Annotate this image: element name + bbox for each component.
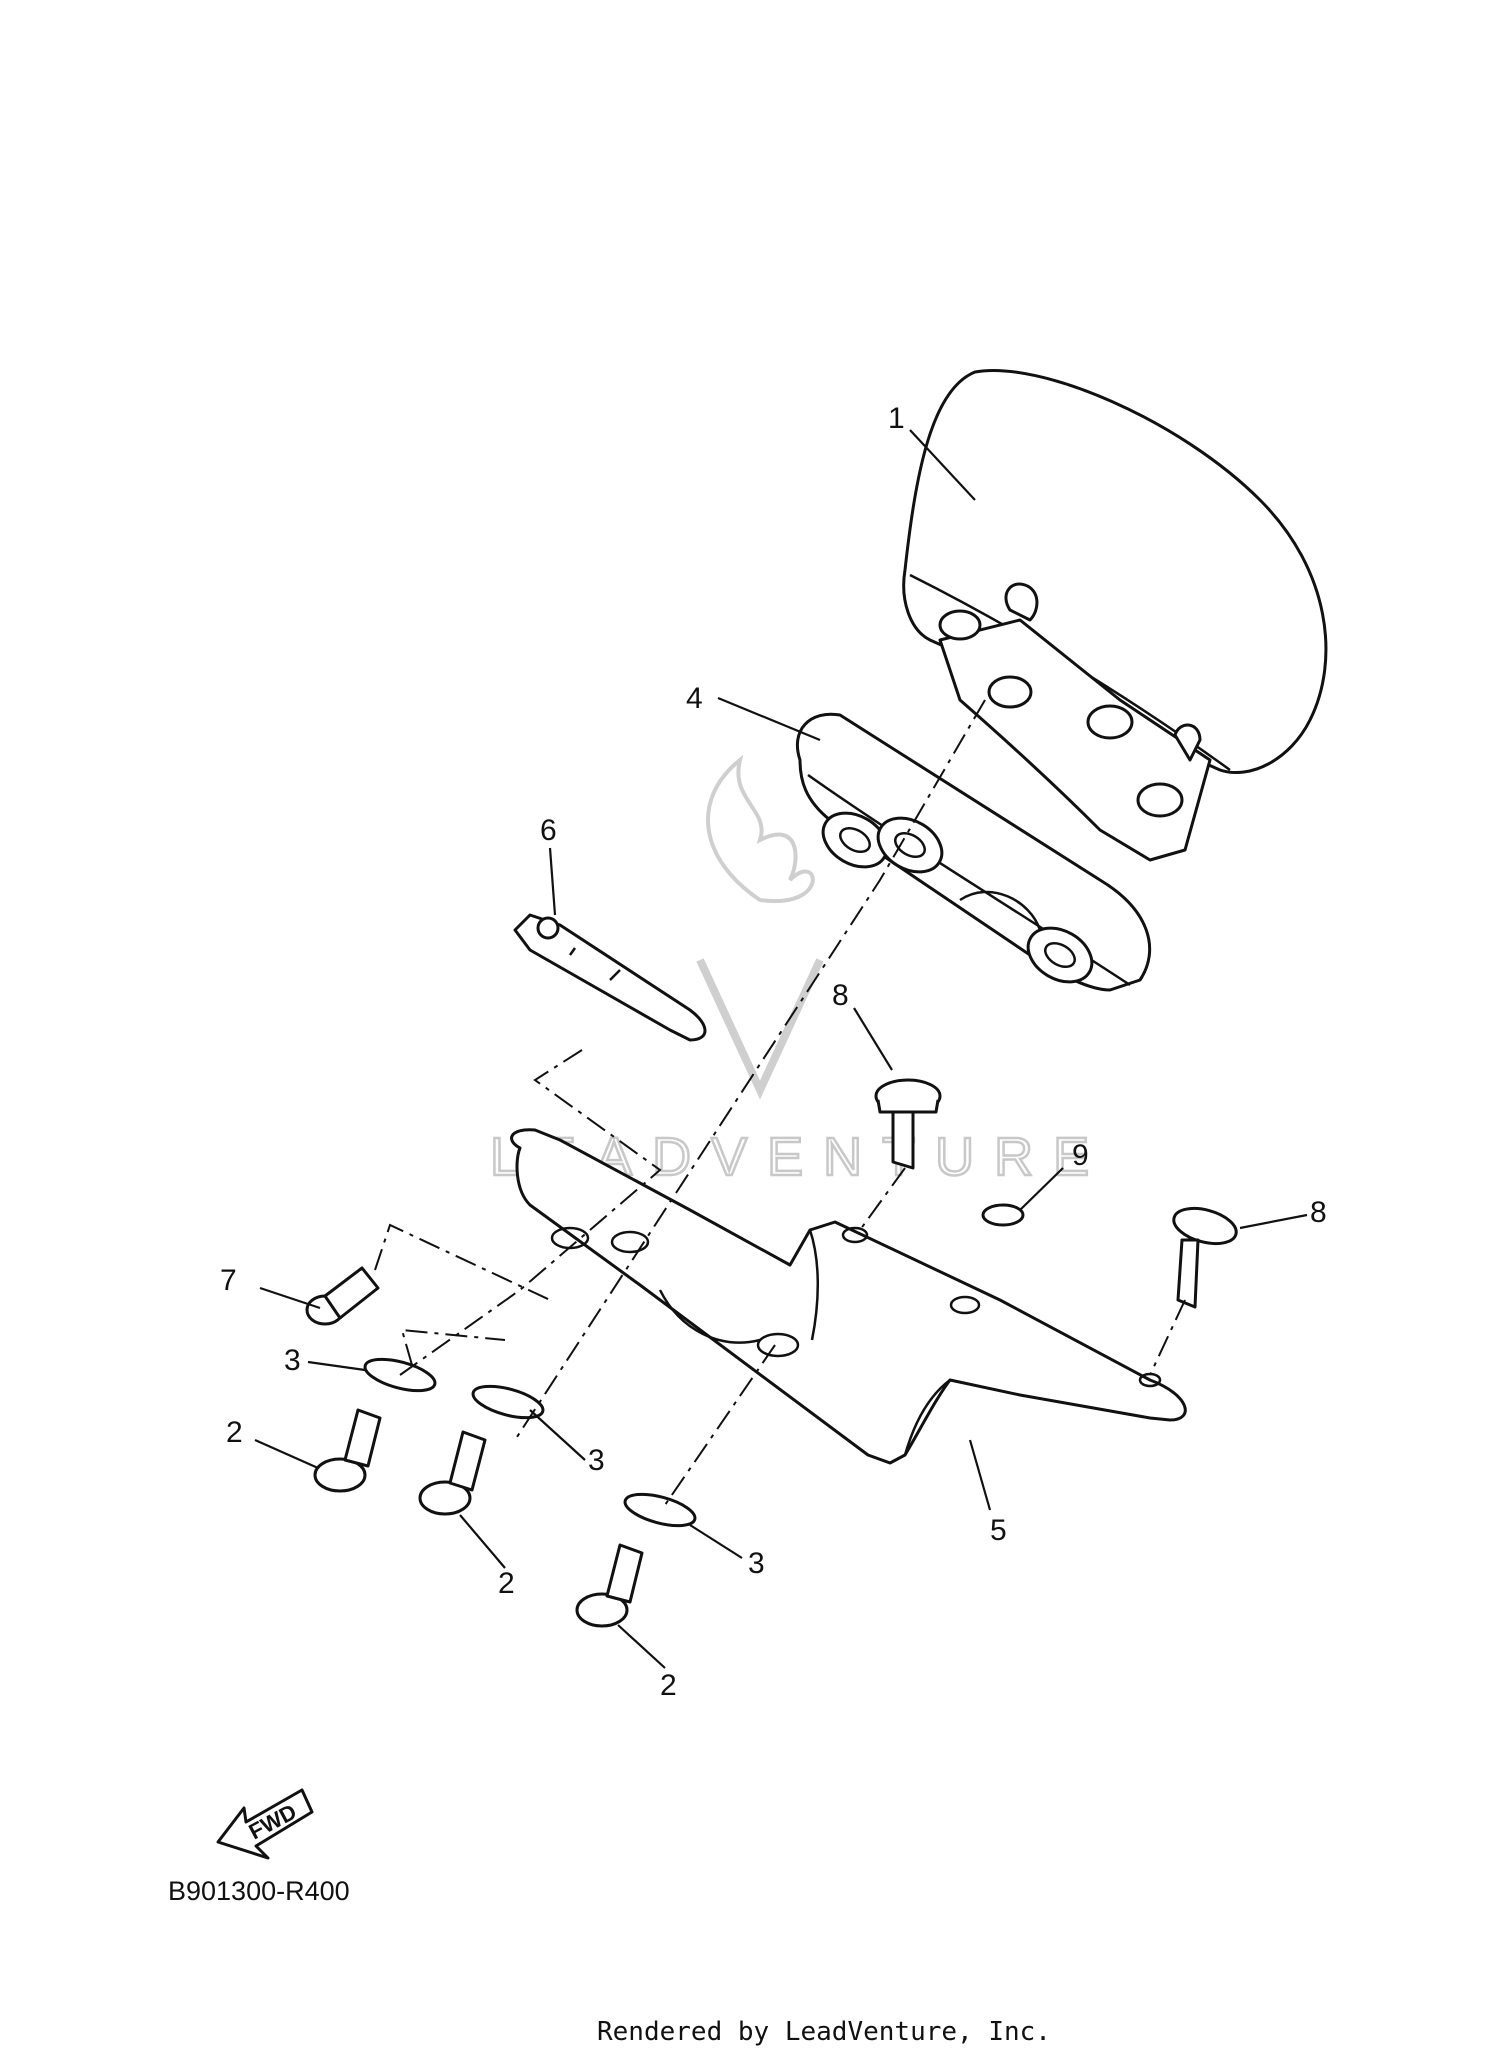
leader-lines <box>254 429 1308 1669</box>
render-credit: Rendered by LeadVenture, Inc. <box>597 2017 1051 2047</box>
screw-2-b <box>418 1430 487 1516</box>
clip <box>513 913 707 1042</box>
meter-bracket-plate <box>795 712 1152 992</box>
bolt-8-upper <box>874 1078 942 1170</box>
callout-1: 1 <box>888 402 905 435</box>
fwd-arrow: FWD <box>216 1788 314 1860</box>
callout-4: 4 <box>686 682 703 715</box>
callout-7: 7 <box>220 1264 237 1297</box>
callout-2-b: 2 <box>498 1567 515 1600</box>
callout-5: 5 <box>990 1514 1007 1547</box>
fwd-arrow-icon <box>216 1788 314 1860</box>
callout-3-b: 3 <box>588 1444 605 1477</box>
callout-3-c: 3 <box>748 1547 765 1580</box>
callout-2-a: 2 <box>226 1416 243 1449</box>
meter-assembly <box>902 369 1328 862</box>
screw-2-c <box>575 1543 644 1628</box>
callout-9: 9 <box>1072 1139 1089 1172</box>
assembly-lines <box>374 699 1186 1506</box>
washer-3-b <box>471 1384 545 1420</box>
bolt-7 <box>305 1266 380 1326</box>
callout-8-a: 8 <box>832 979 849 1012</box>
washer-9 <box>981 1203 1025 1227</box>
drawing-code: B901300-R400 <box>168 1876 350 1906</box>
watermark-flame-icon <box>706 754 815 904</box>
washer-3-c <box>623 1492 697 1528</box>
callout-8-b: 8 <box>1310 1196 1327 1229</box>
screw-2-a <box>313 1408 382 1493</box>
bolt-8-right <box>1172 1206 1238 1309</box>
callout-2-c: 2 <box>660 1669 677 1702</box>
main-bracket <box>510 1128 1187 1465</box>
callouts: 1 2 2 2 3 3 3 4 5 6 7 8 8 9 <box>220 402 1327 1702</box>
callout-6: 6 <box>540 814 557 847</box>
watermark-v-icon <box>696 958 824 1100</box>
callout-3-a: 3 <box>284 1344 301 1377</box>
